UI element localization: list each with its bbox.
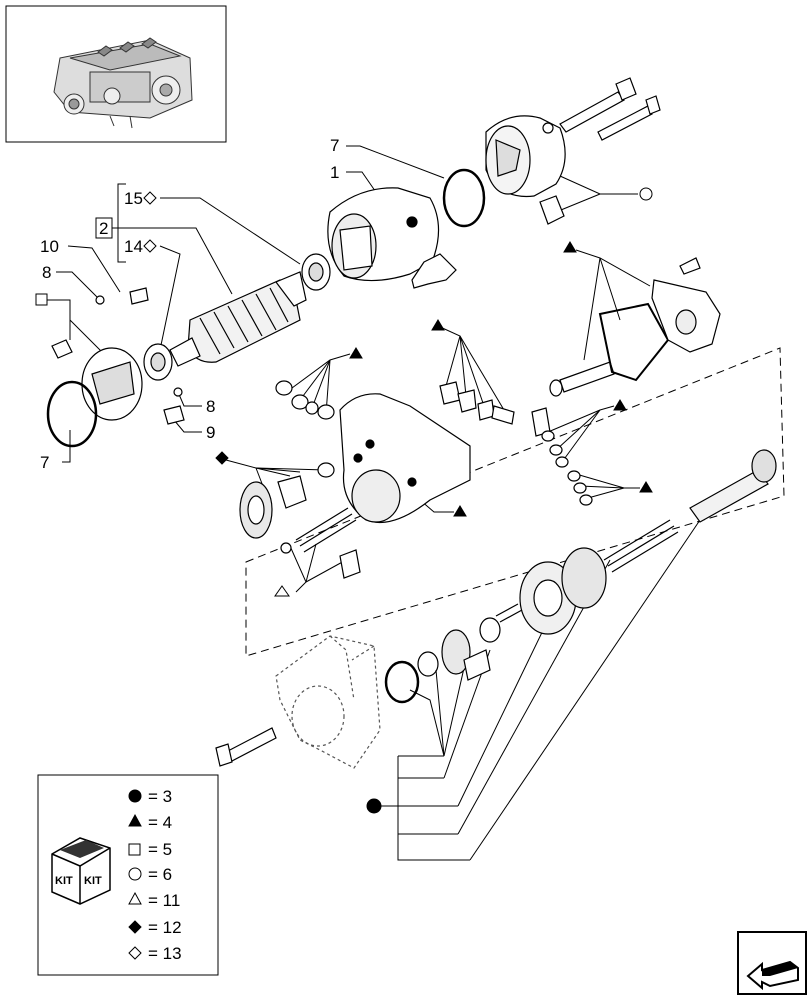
gasket bbox=[598, 302, 670, 382]
callout-15[interactable]: 15 bbox=[124, 189, 143, 208]
legend-item-5: = 5 bbox=[148, 840, 172, 859]
engine-thumbnail-icon bbox=[53, 37, 193, 129]
plate-small bbox=[457, 389, 477, 413]
open-diamond-icon bbox=[143, 191, 157, 205]
ring-lower-1 bbox=[417, 651, 439, 677]
callout-2-box bbox=[95, 217, 113, 239]
bush-small bbox=[339, 549, 361, 579]
clutch-assembly bbox=[519, 547, 607, 635]
parts bbox=[46, 77, 777, 769]
callout-8-mid[interactable]: 8 bbox=[206, 397, 215, 416]
legend-item-4: = 4 bbox=[148, 813, 172, 832]
ring-lower-2 bbox=[384, 660, 420, 704]
small-bolts-right bbox=[531, 407, 593, 506]
diagram-symbols bbox=[35, 187, 653, 814]
filled-diamond-icon bbox=[128, 920, 142, 934]
filled-triangle-icon bbox=[639, 481, 653, 493]
brush-9 bbox=[163, 405, 185, 425]
bearing-15 bbox=[301, 253, 331, 291]
legend-symbols bbox=[128, 789, 142, 960]
filled-circle-icon bbox=[366, 798, 382, 814]
navigation-arrow-button[interactable] bbox=[737, 931, 807, 995]
open-diamond-icon bbox=[128, 946, 142, 960]
open-diamond-icon bbox=[143, 239, 157, 253]
filled-triangle-icon bbox=[453, 505, 467, 517]
yoke-frame bbox=[327, 187, 457, 289]
bearing-14 bbox=[143, 343, 173, 381]
plunger bbox=[549, 361, 615, 397]
ball bbox=[280, 542, 292, 554]
callout-1[interactable]: 1 bbox=[330, 163, 339, 182]
callout-10[interactable]: 10 bbox=[40, 237, 59, 256]
legend-item-11: = 11 bbox=[148, 891, 180, 910]
callout-8-top[interactable]: 8 bbox=[42, 263, 51, 282]
leader-lines bbox=[46, 145, 785, 861]
spring-right bbox=[603, 519, 679, 573]
open-circle-icon bbox=[639, 187, 653, 201]
o-ring-left bbox=[46, 380, 98, 448]
legend-item-3: = 3 bbox=[148, 787, 172, 806]
pinion-shaft bbox=[689, 449, 777, 523]
kit-label-right: KIT bbox=[84, 875, 102, 887]
spring-left bbox=[295, 507, 357, 553]
spring-small bbox=[495, 603, 523, 623]
housing-bolt bbox=[215, 727, 277, 767]
brush-holder-plate bbox=[81, 347, 143, 421]
legend-texts: = 3 = 4 = 5 = 6 = 11 = 12 = 13 bbox=[148, 787, 182, 963]
callout-7-top[interactable]: 7 bbox=[330, 136, 339, 155]
o-ring-top bbox=[442, 168, 486, 228]
open-square-icon bbox=[35, 293, 48, 306]
open-triangle-icon bbox=[274, 585, 290, 597]
bush bbox=[539, 195, 565, 225]
brush-10 bbox=[129, 287, 149, 305]
gasket-plate bbox=[439, 381, 461, 405]
drive-housing bbox=[339, 393, 471, 524]
screw-8-mid bbox=[173, 387, 183, 397]
filled-triangle-icon bbox=[563, 241, 577, 253]
legend-item-13: = 13 bbox=[148, 944, 182, 963]
drive-gear-left bbox=[239, 475, 307, 539]
legend-item-12: = 12 bbox=[148, 918, 182, 937]
engine-thumbnail[interactable] bbox=[5, 5, 227, 143]
filled-triangle-icon bbox=[128, 813, 142, 827]
filled-triangle-icon bbox=[349, 347, 363, 359]
callout-9[interactable]: 9 bbox=[206, 423, 215, 442]
legend: KIT KIT = 3 = 4 = 5 = 6 = 11 = 12 = 13 bbox=[37, 774, 219, 976]
callout-2[interactable]: 2 bbox=[99, 219, 108, 238]
cover-bolt bbox=[679, 257, 701, 275]
kit-label-left: KIT bbox=[55, 875, 73, 887]
pinion-gear bbox=[441, 629, 491, 681]
callout-14[interactable]: 14 bbox=[124, 237, 143, 256]
bolt-small bbox=[491, 405, 515, 425]
callout-7-left[interactable]: 7 bbox=[40, 453, 49, 472]
filled-circle-icon bbox=[128, 789, 142, 803]
solenoid-cover bbox=[651, 279, 721, 353]
washer-set bbox=[275, 380, 335, 478]
callouts: 1 7 15 2 14 10 8 8 9 7 bbox=[40, 136, 339, 472]
kit-box-icon: KIT KIT bbox=[51, 837, 111, 905]
screw-8-top bbox=[95, 295, 105, 305]
open-square-icon bbox=[128, 843, 141, 856]
filled-triangle-icon bbox=[613, 399, 627, 411]
legend-item-6: = 6 bbox=[148, 865, 172, 884]
end-cover bbox=[485, 115, 566, 198]
drive-end-housing-ghost bbox=[275, 635, 381, 769]
open-circle-icon bbox=[128, 867, 142, 881]
armature bbox=[169, 271, 307, 367]
open-triangle-icon bbox=[128, 891, 142, 905]
filled-triangle-icon bbox=[431, 319, 445, 331]
navigation-arrow-icon bbox=[746, 960, 799, 991]
ring-small bbox=[479, 617, 501, 643]
square-part bbox=[51, 339, 73, 359]
filled-diamond-icon bbox=[215, 451, 229, 465]
long-bolts bbox=[559, 77, 661, 141]
